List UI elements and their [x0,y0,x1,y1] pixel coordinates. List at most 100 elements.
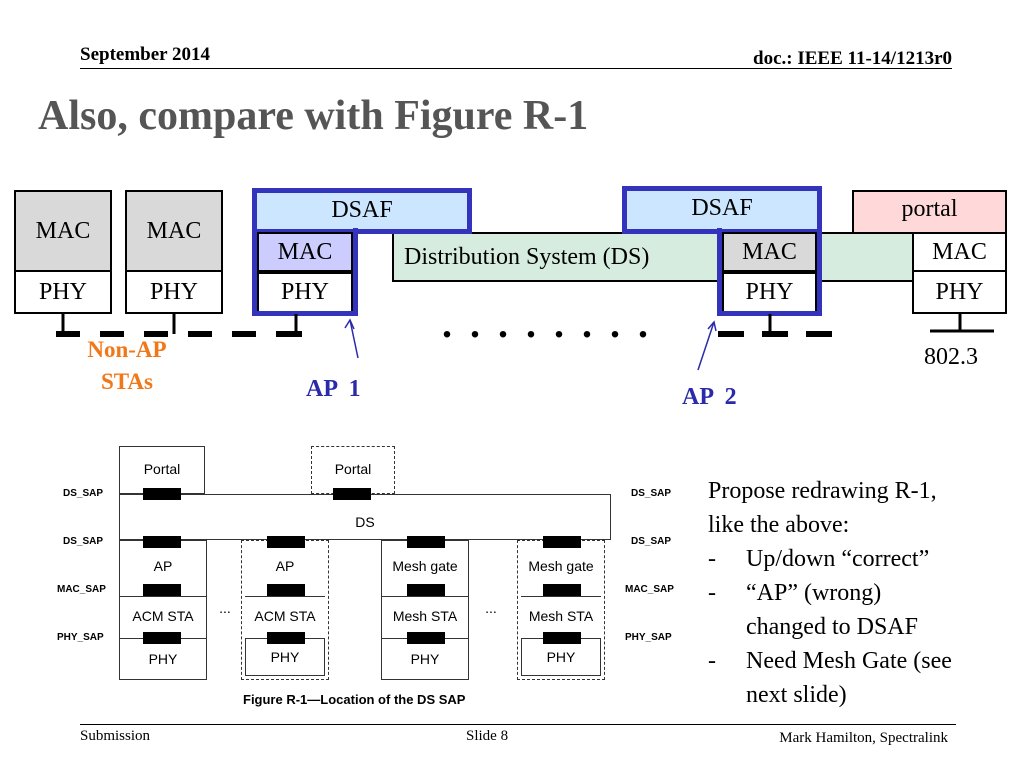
fig-sap-block [543,632,581,644]
fig-col4-meshgate: Mesh gate [528,558,594,574]
fig-sap-block [543,584,581,596]
proposal-bullet-3: - Need Mesh Gate (see next slide) [708,644,1008,712]
ds-sap-label-left: DS_SAP [63,488,104,499]
fig-col3-meshsta: Mesh STA [392,608,458,624]
fig-col3-meshgate: Mesh gate [392,558,458,574]
fig-sap-block [407,632,445,644]
fig-col3-divider [381,596,469,597]
ap2-phy-box: PHY [722,272,817,311]
ieee-8023-label: 802.3 [924,344,978,370]
fig-sap-block [407,536,445,548]
phy-sap-label-right: PHY_SAP [625,632,672,643]
fig-sap-block [143,584,181,596]
fig-caption: Figure R-1—Location of the DS SAP [243,692,466,707]
portal-phy-box: PHY [912,270,1007,314]
footer-author: Mark Hamilton, Spectralink [779,730,948,746]
proposal-bullet-1: - Up/down “correct” [708,542,1008,576]
bullet-3-text: Need Mesh Gate (see next slide) [746,644,952,712]
mac-sap-label-left: MAC_SAP [57,584,106,595]
ap2-dsaf-label: DSAF [691,195,753,221]
ap2-dsaf-box: DSAF [622,186,822,234]
bullet-3-line-a: Need Mesh Gate (see [746,648,952,674]
ap1-phy-box: PHY [257,272,353,311]
fig-ellipsis-2: ... [485,600,497,616]
fig-col2-ap: AP [275,558,295,574]
fig-col1-divider [119,596,207,597]
medium-lines [56,314,994,371]
bullet-2-text: “AP” (wrong) changed to DSAF [746,576,918,644]
fig-col4-phy-label: PHY [546,649,576,665]
bullet-marker: - [708,546,716,572]
fig-sap-block [333,488,371,500]
fig-col1-phy-label: PHY [148,651,178,667]
footer-slide-number: Slide 8 [466,728,509,744]
fig-sap-block [143,632,181,644]
non-ap-stas-label: Non-AP STAs [72,334,182,398]
fig-col3-phy-label: PHY [410,651,440,667]
fig-col2-phy-label: PHY [270,649,300,665]
fig-portal-box: Portal [119,446,205,494]
bullet-marker: - [708,580,716,606]
ap2-frame [717,228,822,316]
fig-col2-phy: PHY [245,638,325,676]
ap-arrows [344,318,717,371]
proposal-intro-2: like the above: [708,512,850,538]
fig-col2-divider [245,596,325,597]
fig-portal-dashed-box: Portal [311,446,395,494]
ds-sap-label-right: DS_SAP [631,488,672,499]
sta2-phy-box: PHY [125,270,223,314]
ap1-dsaf-box: DSAF [252,188,472,234]
fig-col4-phy: PHY [521,638,601,676]
fig-sap-block [267,536,305,548]
portal-box: portal [852,190,1007,234]
fig-col1-phy: PHY [119,638,207,680]
fig-portal-dashed-label: Portal [334,461,372,477]
ap1-frame [252,228,358,316]
fig-portal-label: Portal [143,461,181,477]
proposal-bullet-2: - “AP” (wrong) changed to DSAF [708,576,1008,644]
ap1-label: AP 1 [306,376,361,402]
sta1-mac-box: MAC [14,190,112,272]
sta1-phy-box: PHY [14,270,112,314]
ds-label: Distribution System (DS) [404,243,650,270]
fig-sap-block [543,536,581,548]
proposal-intro-1: Propose redrawing R-1, [708,478,937,504]
stas-text: STAs [101,369,153,394]
fig-col1-acm: ACM STA [132,608,194,624]
mac-sap-label-right: MAC_SAP [625,584,674,595]
non-ap-text: Non-AP [87,337,167,362]
header-doc: doc.: IEEE 11-14/1213r0 [753,48,952,69]
ds-sap-label-left-2: DS_SAP [63,536,104,547]
ap2-label: AP 2 [682,384,737,410]
bullet-1-text: Up/down “correct” [746,546,930,572]
ap1-dsaf-label: DSAF [331,197,393,223]
fig-col2-acm: ACM STA [254,608,316,624]
fig-sap-block [407,584,445,596]
sta2-mac-box: MAC [125,190,223,272]
fig-sap-block [267,584,305,596]
ap2-mac-box: MAC [722,232,817,272]
bullet-3-line-b: next slide) [746,682,847,708]
ds-sap-label-right-2: DS_SAP [631,536,672,547]
bullet-2-line-b: changed to DSAF [746,614,918,640]
footer-submission: Submission [80,728,151,744]
portal-mac-box: MAC [912,232,1007,272]
figure-r1: DS_SAP DS_SAP MAC_SAP PHY_SAP DS_SAP DS_… [55,440,685,715]
fig-ds-label: DS [355,514,375,530]
bullet-marker: - [708,648,716,674]
fig-col1-ap: AP [153,558,173,574]
fig-ds-box: DS [119,494,611,540]
fig-col4-divider [521,596,601,597]
fig-col3-phy: PHY [381,638,469,680]
slide-title: Also, compare with Figure R-1 [38,93,589,139]
header-date: September 2014 [80,44,210,65]
phy-sap-label-left: PHY_SAP [57,632,104,643]
header-rule [80,68,952,69]
portal-label: portal [901,196,958,222]
fig-sap-block [267,632,305,644]
fig-ellipsis-1: ... [219,600,231,616]
ap1-mac-box: MAC [257,232,353,272]
fig-sap-block [143,536,181,548]
fig-col4-meshsta: Mesh STA [528,608,594,624]
footer-rule [80,724,956,725]
